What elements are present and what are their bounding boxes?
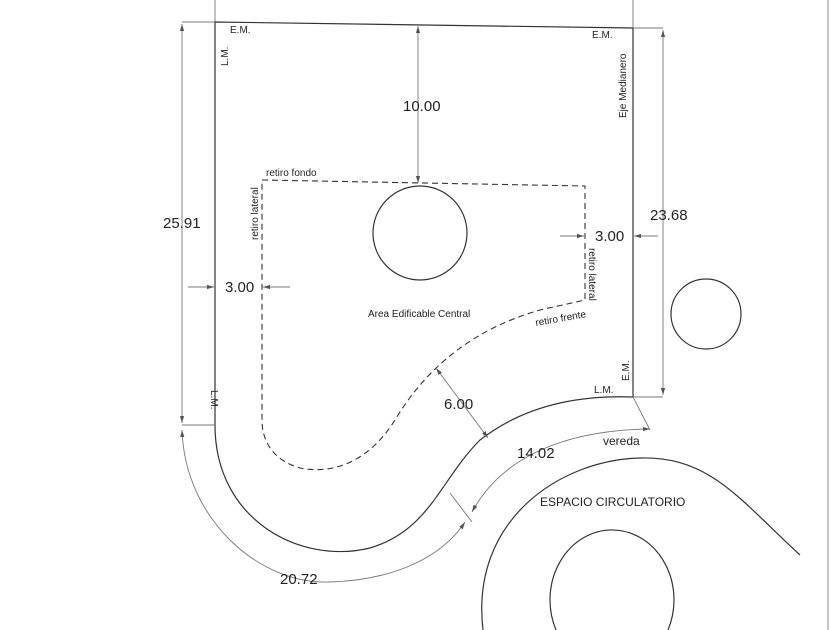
label-retiro-frente: retiro frente <box>535 309 588 329</box>
label-em-top-right: E.M. <box>592 30 613 41</box>
dimension-arc-14-02 <box>471 426 651 513</box>
dim-text-arc-14-02: 14.02 <box>517 445 555 462</box>
dim-text-arc-20-72: 20.72 <box>280 571 318 588</box>
dim-text-right-depth: 23.68 <box>650 207 688 224</box>
label-lm-bottom-right: L.M. <box>594 385 613 396</box>
label-vereda: vereda <box>603 434 640 448</box>
tree-circle-outside <box>670 278 742 350</box>
label-espacio-circulatorio: ESPACIO CIRCULATORIO <box>540 495 685 509</box>
dim-text-front-setback: 6.00 <box>444 396 473 413</box>
dim-text-rear-setback: 10.00 <box>403 98 441 115</box>
extension-line <box>449 492 473 523</box>
label-retiro-lateral-right: retiro lateral <box>586 248 597 301</box>
extension-line <box>632 396 651 431</box>
label-eje-medianero: Eje Medianero <box>618 53 629 118</box>
label-em-bottom-right: E.M. <box>621 360 632 381</box>
tree-circle <box>372 185 468 281</box>
dimension-arc-20-72 <box>180 429 466 583</box>
label-retiro-fondo: retiro fondo <box>266 168 317 179</box>
dim-text-left-setback: 3.00 <box>225 279 254 296</box>
label-area-edificable: Area Edificable Central <box>368 309 470 320</box>
dim-text-right-setback: 3.00 <box>595 228 624 245</box>
label-retiro-lateral-left: retiro lateral <box>250 187 261 240</box>
roundabout-circle <box>549 529 675 630</box>
label-em-top-left: E.M. <box>230 25 251 36</box>
circulation-space-curve <box>481 457 801 630</box>
dim-text-left-depth: 25.91 <box>163 215 201 232</box>
dimension-front-setback <box>435 367 489 439</box>
label-lm-top-left: L.M. <box>220 47 231 66</box>
label-lm-bottom-left: L.M. <box>208 390 219 409</box>
